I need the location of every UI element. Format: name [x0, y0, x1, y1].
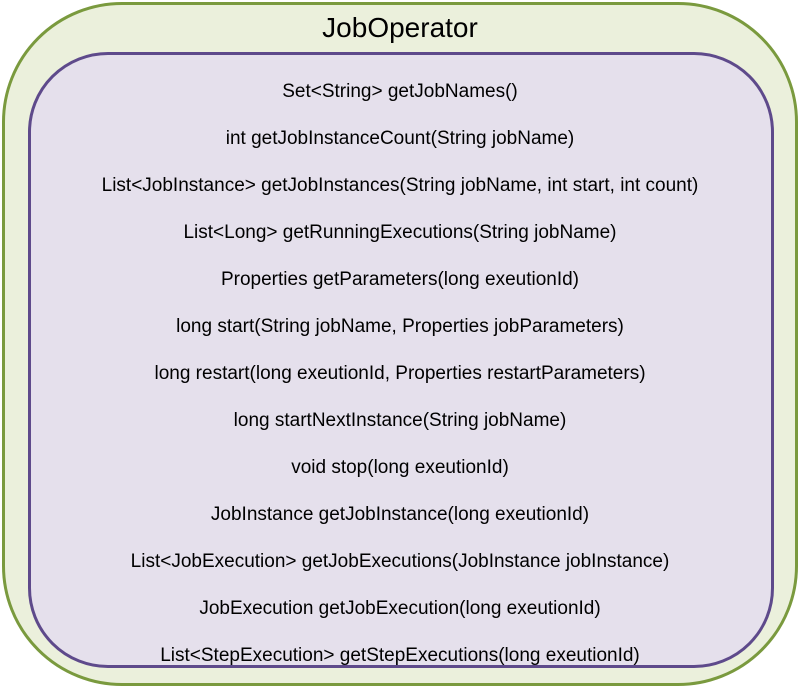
method-get-step-executions: List<StepExecution> getStepExecutions(lo… [160, 645, 640, 666]
methods-panel [28, 52, 774, 668]
method-get-job-names: Set<String> getJobNames() [282, 81, 518, 102]
interface-title: JobOperator [322, 12, 478, 43]
method-get-job-instance: JobInstance getJobInstance(long exeution… [210, 504, 590, 525]
method-get-job-executions: List<JobExecution> getJobExecutions(JobI… [130, 551, 670, 572]
method-get-job-instance-count: int getJobInstanceCount(String jobName) [225, 128, 575, 149]
method-restart: long restart(long exeutionId, Properties… [154, 363, 646, 384]
method-get-parameters: Properties getParameters(long exeutionId… [220, 269, 580, 290]
method-start-next-instance: long startNextInstance(String jobName) [233, 410, 567, 431]
method-start: long start(String jobName, Properties jo… [176, 316, 624, 337]
method-get-running-executions: List<Long> getRunningExecutions(String j… [183, 222, 617, 243]
method-get-job-instances: List<JobInstance> getJobInstances(String… [101, 175, 699, 196]
method-get-job-execution: JobExecution getJobExecution(long exeuti… [199, 598, 601, 619]
method-stop: void stop(long exeutionId) [291, 457, 509, 478]
